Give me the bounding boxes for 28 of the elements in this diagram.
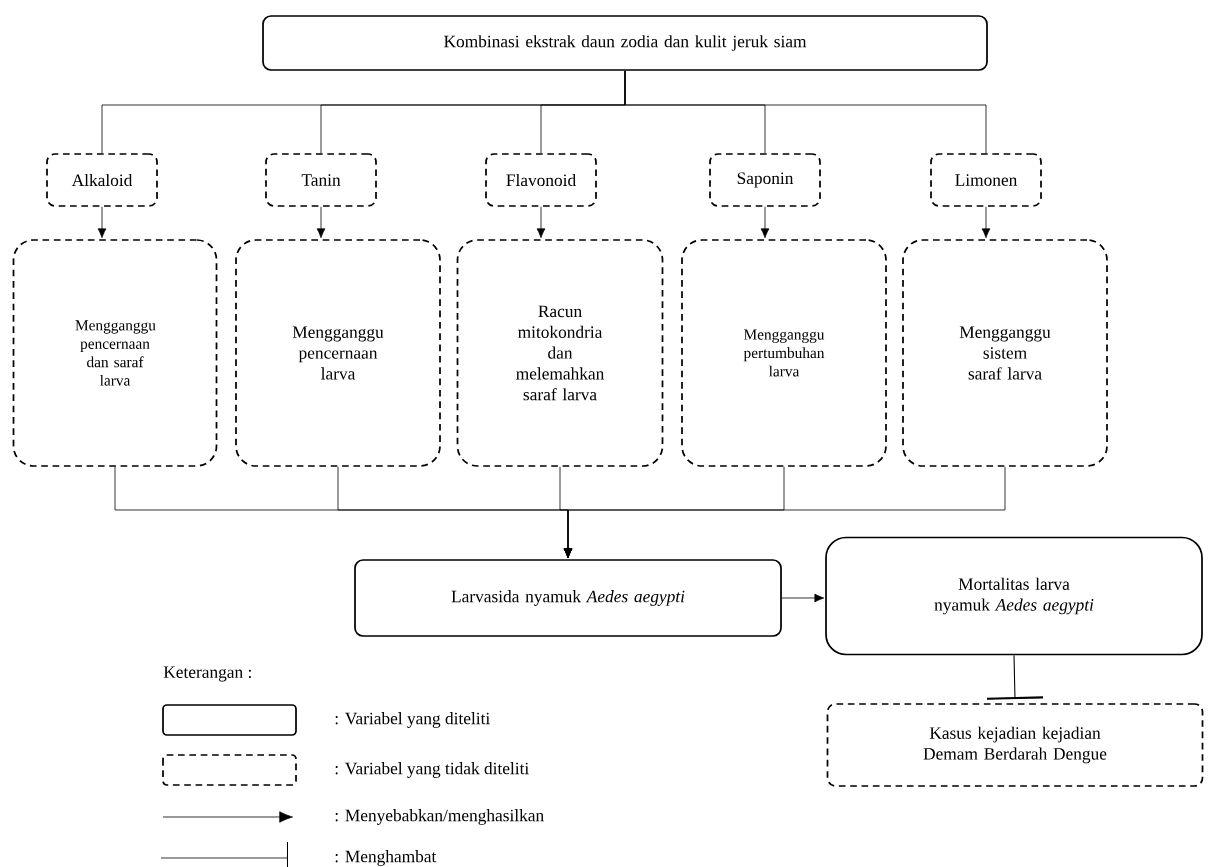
compound-box: Tanin — [265, 153, 377, 207]
connector — [986, 654, 1043, 700]
legend-text: : Variabel yang tidak diteliti — [335, 762, 529, 778]
legend-heading: Keterangan : — [163, 666, 251, 682]
connector — [781, 593, 825, 603]
connector — [563, 466, 1006, 559]
connector — [316, 206, 326, 239]
connector — [97, 206, 107, 239]
connector — [981, 206, 991, 239]
process-box: Larvasida nyamuk Aedes aegypti — [354, 559, 782, 637]
effect-box: Mengganggu pencernaan larva — [235, 239, 441, 467]
process-box: Mortalitas larva nyamuk Aedes aegypti — [825, 536, 1203, 656]
compound-box: Alkaloid — [46, 153, 158, 207]
compound-box: Flavonoid — [485, 153, 597, 207]
legend-text: : Variabel yang diteliti — [335, 712, 490, 728]
effect-box: Racun mitokondria dan melemahkan saraf larva — [456, 239, 664, 467]
effect-box: Mengganggu pertumbuhan larva — [681, 239, 887, 467]
compound-box: Saponin — [709, 153, 821, 207]
legend-text: : Menghambat — [335, 850, 437, 866]
legend-text: : Menyebabkan/menghasilkan — [335, 809, 544, 825]
connector — [624, 70, 987, 154]
outcome-box: Kasus kejadian kejadian Demam Berdarah Dengue — [826, 703, 1204, 787]
connector — [760, 206, 770, 239]
connector — [536, 206, 546, 239]
compound-box: Limonen — [930, 153, 1042, 207]
process-box: Kombinasi ekstrak daun zodia dan kulit jeruk siam — [262, 15, 988, 71]
effect-box: Mengganggu pencernaan dan saraf larva — [12, 239, 218, 467]
effect-box: Mengganggu sistem saraf larva — [902, 239, 1108, 467]
